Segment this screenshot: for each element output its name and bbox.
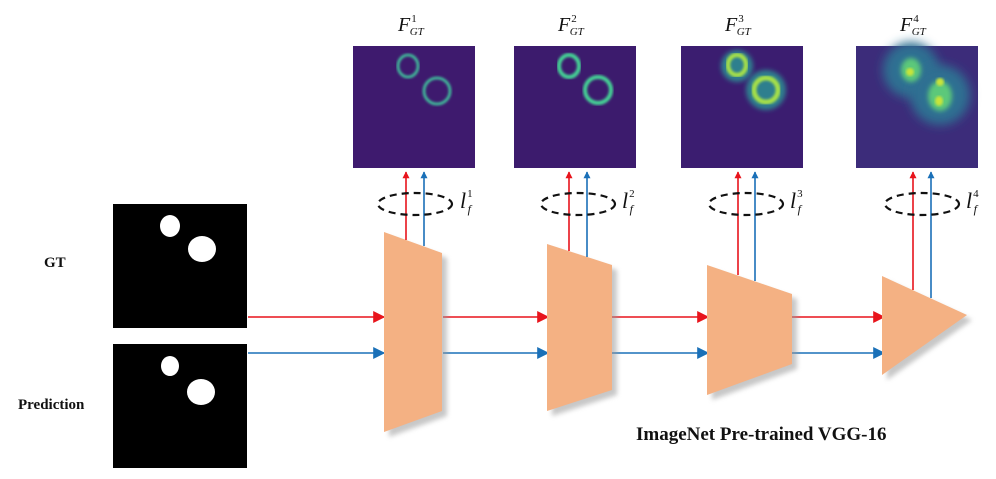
network-caption: ImageNet Pre-trained VGG-16 [636, 424, 887, 445]
loss-ellipse-2 [539, 191, 617, 217]
gt-mask-image [113, 204, 247, 328]
feature-map-1 [353, 46, 475, 168]
feature-map-label-1: F1GT [398, 13, 424, 38]
loss-ellipse-4 [883, 191, 961, 217]
loss-ellipse-3 [707, 191, 785, 217]
loss-ellipse-1 [376, 191, 454, 217]
vgg-block-2 [547, 244, 612, 411]
loss-ellipses [376, 191, 961, 217]
feature-map-4 [856, 42, 978, 168]
loss-label-2: l2f [622, 188, 635, 216]
feature-map-label-4: F4GT [900, 13, 926, 38]
loss-label-3: l3f [790, 188, 803, 216]
vgg-block-1 [384, 232, 442, 432]
feature-map-label-2: F2GT [558, 13, 584, 38]
loss-label-1: l1f [460, 188, 473, 216]
vertical-arrows [402, 171, 935, 298]
prediction-label: Prediction [18, 397, 85, 413]
gt-label: GT [44, 255, 66, 271]
feature-map-label-3: F3GT [725, 13, 751, 38]
vgg-block-4 [882, 276, 967, 375]
vgg-block-3 [707, 265, 792, 395]
feature-map-2 [514, 46, 636, 168]
prediction-mask-image [113, 344, 247, 468]
feature-map-3 [681, 46, 803, 168]
loss-label-4: l4f [966, 188, 979, 216]
